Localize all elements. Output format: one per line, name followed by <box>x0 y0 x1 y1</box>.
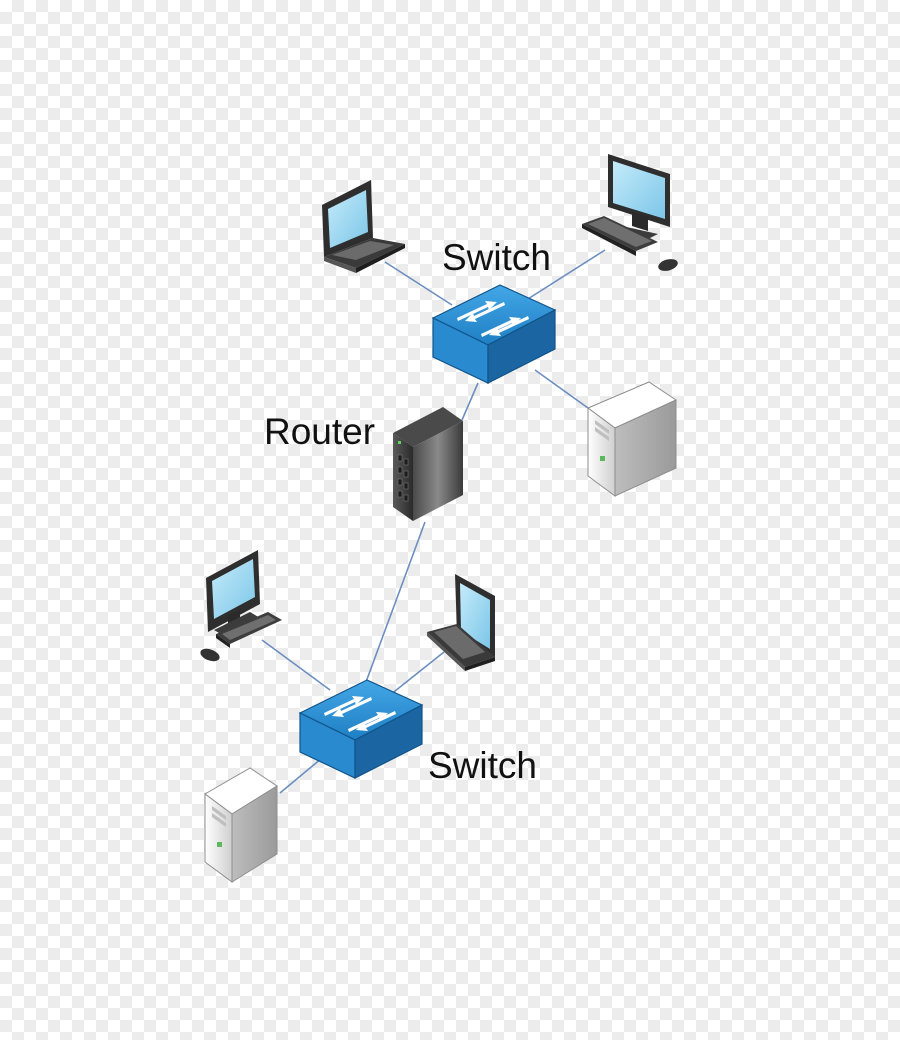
desktop-icon[interactable] <box>199 550 282 664</box>
link-switch-top-server <box>534 369 589 409</box>
server-icon[interactable] <box>204 767 278 883</box>
switch-top-label: Switch <box>442 237 551 278</box>
switch-bottom-label: Switch <box>428 745 537 786</box>
switch-icon[interactable] <box>298 679 424 779</box>
link-laptop-switch-top <box>384 261 453 306</box>
switch-icon[interactable] <box>431 284 557 384</box>
link-desktop-switch-top <box>519 249 606 305</box>
router-icon[interactable] <box>393 407 463 521</box>
link-laptop-switch-bottom <box>389 651 445 696</box>
laptop-icon[interactable] <box>427 574 495 671</box>
server-icon[interactable] <box>587 381 678 497</box>
link-router-switch-bottom <box>365 521 426 683</box>
desktop-icon[interactable] <box>582 154 679 273</box>
connections <box>261 249 606 794</box>
link-desktop-switch-bottom <box>261 639 331 691</box>
link-switch-bottom-server <box>279 757 323 794</box>
router-label: Router <box>264 411 376 452</box>
laptop-icon[interactable] <box>322 180 405 273</box>
link-switch-top-router <box>461 382 479 421</box>
